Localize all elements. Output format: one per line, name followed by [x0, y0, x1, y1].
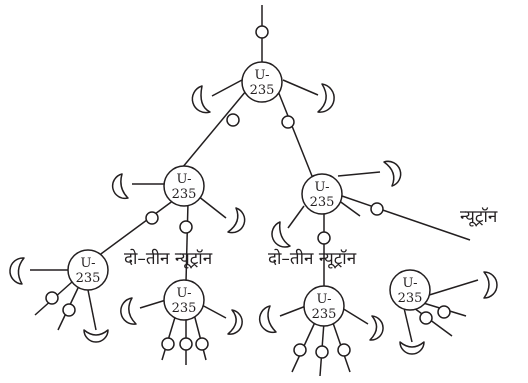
- nucleus-label-bottom-line: 235: [172, 301, 197, 316]
- nucleus-bottom-center: U- 235: [163, 279, 205, 321]
- fission-fragment: [399, 341, 425, 355]
- fission-fragment: [83, 329, 109, 343]
- neutrons: [45, 25, 451, 359]
- nucleus-label-top-line: U-: [176, 172, 191, 187]
- nucleus-bottom-left: U- 235: [67, 249, 109, 291]
- fission-fragment: [383, 160, 402, 187]
- neutron: [370, 202, 384, 216]
- fission-fragment: [483, 271, 498, 299]
- nucleus-label-bottom-line: 235: [76, 271, 101, 286]
- nucleus-bottom-right-center: U- 235: [303, 285, 345, 327]
- fission-fragment: [227, 309, 243, 335]
- connection-lines: [30, 5, 479, 377]
- neutron: [437, 305, 451, 319]
- neutron: [255, 25, 269, 39]
- fission-fragment: [369, 315, 384, 341]
- nucleus-label-bottom-line: 235: [250, 83, 275, 98]
- neutron: [145, 211, 159, 225]
- nucleus-middle-right: U- 235: [301, 173, 343, 215]
- neutron: [293, 343, 307, 357]
- nucleus-label-top-line: U-: [80, 256, 95, 271]
- nucleus-label-bottom-line: 235: [312, 307, 337, 322]
- fission-fragment: [258, 305, 277, 334]
- neutron: [337, 343, 351, 357]
- fission-fragment: [191, 85, 211, 114]
- nucleus-middle-left: U- 235: [163, 165, 205, 207]
- fission-fragment: [111, 173, 129, 200]
- neutron: [62, 303, 76, 317]
- nucleus-top: U- 235: [241, 61, 283, 103]
- neutron: [281, 115, 295, 129]
- neutron: [161, 337, 175, 351]
- neutron: [317, 231, 331, 245]
- neutron: [45, 291, 59, 305]
- nucleus-label-bottom-line: 235: [310, 195, 335, 210]
- neutron: [419, 311, 433, 325]
- neutron: [226, 113, 240, 127]
- nucleus-label-top-line: U-: [176, 286, 191, 301]
- neutron-label: न्यूट्रॉन: [460, 207, 498, 227]
- fission-fragment: [9, 257, 25, 285]
- neutron: [179, 220, 193, 234]
- fission-fragments: [9, 83, 498, 355]
- fission-fragment: [317, 83, 335, 113]
- neutron: [315, 345, 329, 359]
- nucleus-label-bottom-line: 235: [398, 291, 423, 306]
- neutron: [179, 337, 193, 351]
- neutron: [195, 337, 209, 351]
- two-three-neutrons-label: दो–तीन न्यूट्रॉन: [124, 248, 213, 269]
- nucleus-label-top-line: U-: [314, 180, 329, 195]
- nucleus-far-right: U- 235: [389, 269, 431, 311]
- nucleus-label-top-line: U-: [402, 276, 417, 291]
- nucleus-label-bottom-line: 235: [172, 187, 197, 202]
- two-three-neutrons-label: दो–तीन न्यूट्रॉन: [268, 248, 357, 269]
- fission-fragment: [271, 221, 291, 248]
- fission-fragment: [120, 297, 137, 325]
- nucleus-label-top-line: U-: [316, 292, 331, 307]
- fission-fragment: [227, 207, 246, 234]
- nucleus-label-top-line: U-: [254, 68, 269, 83]
